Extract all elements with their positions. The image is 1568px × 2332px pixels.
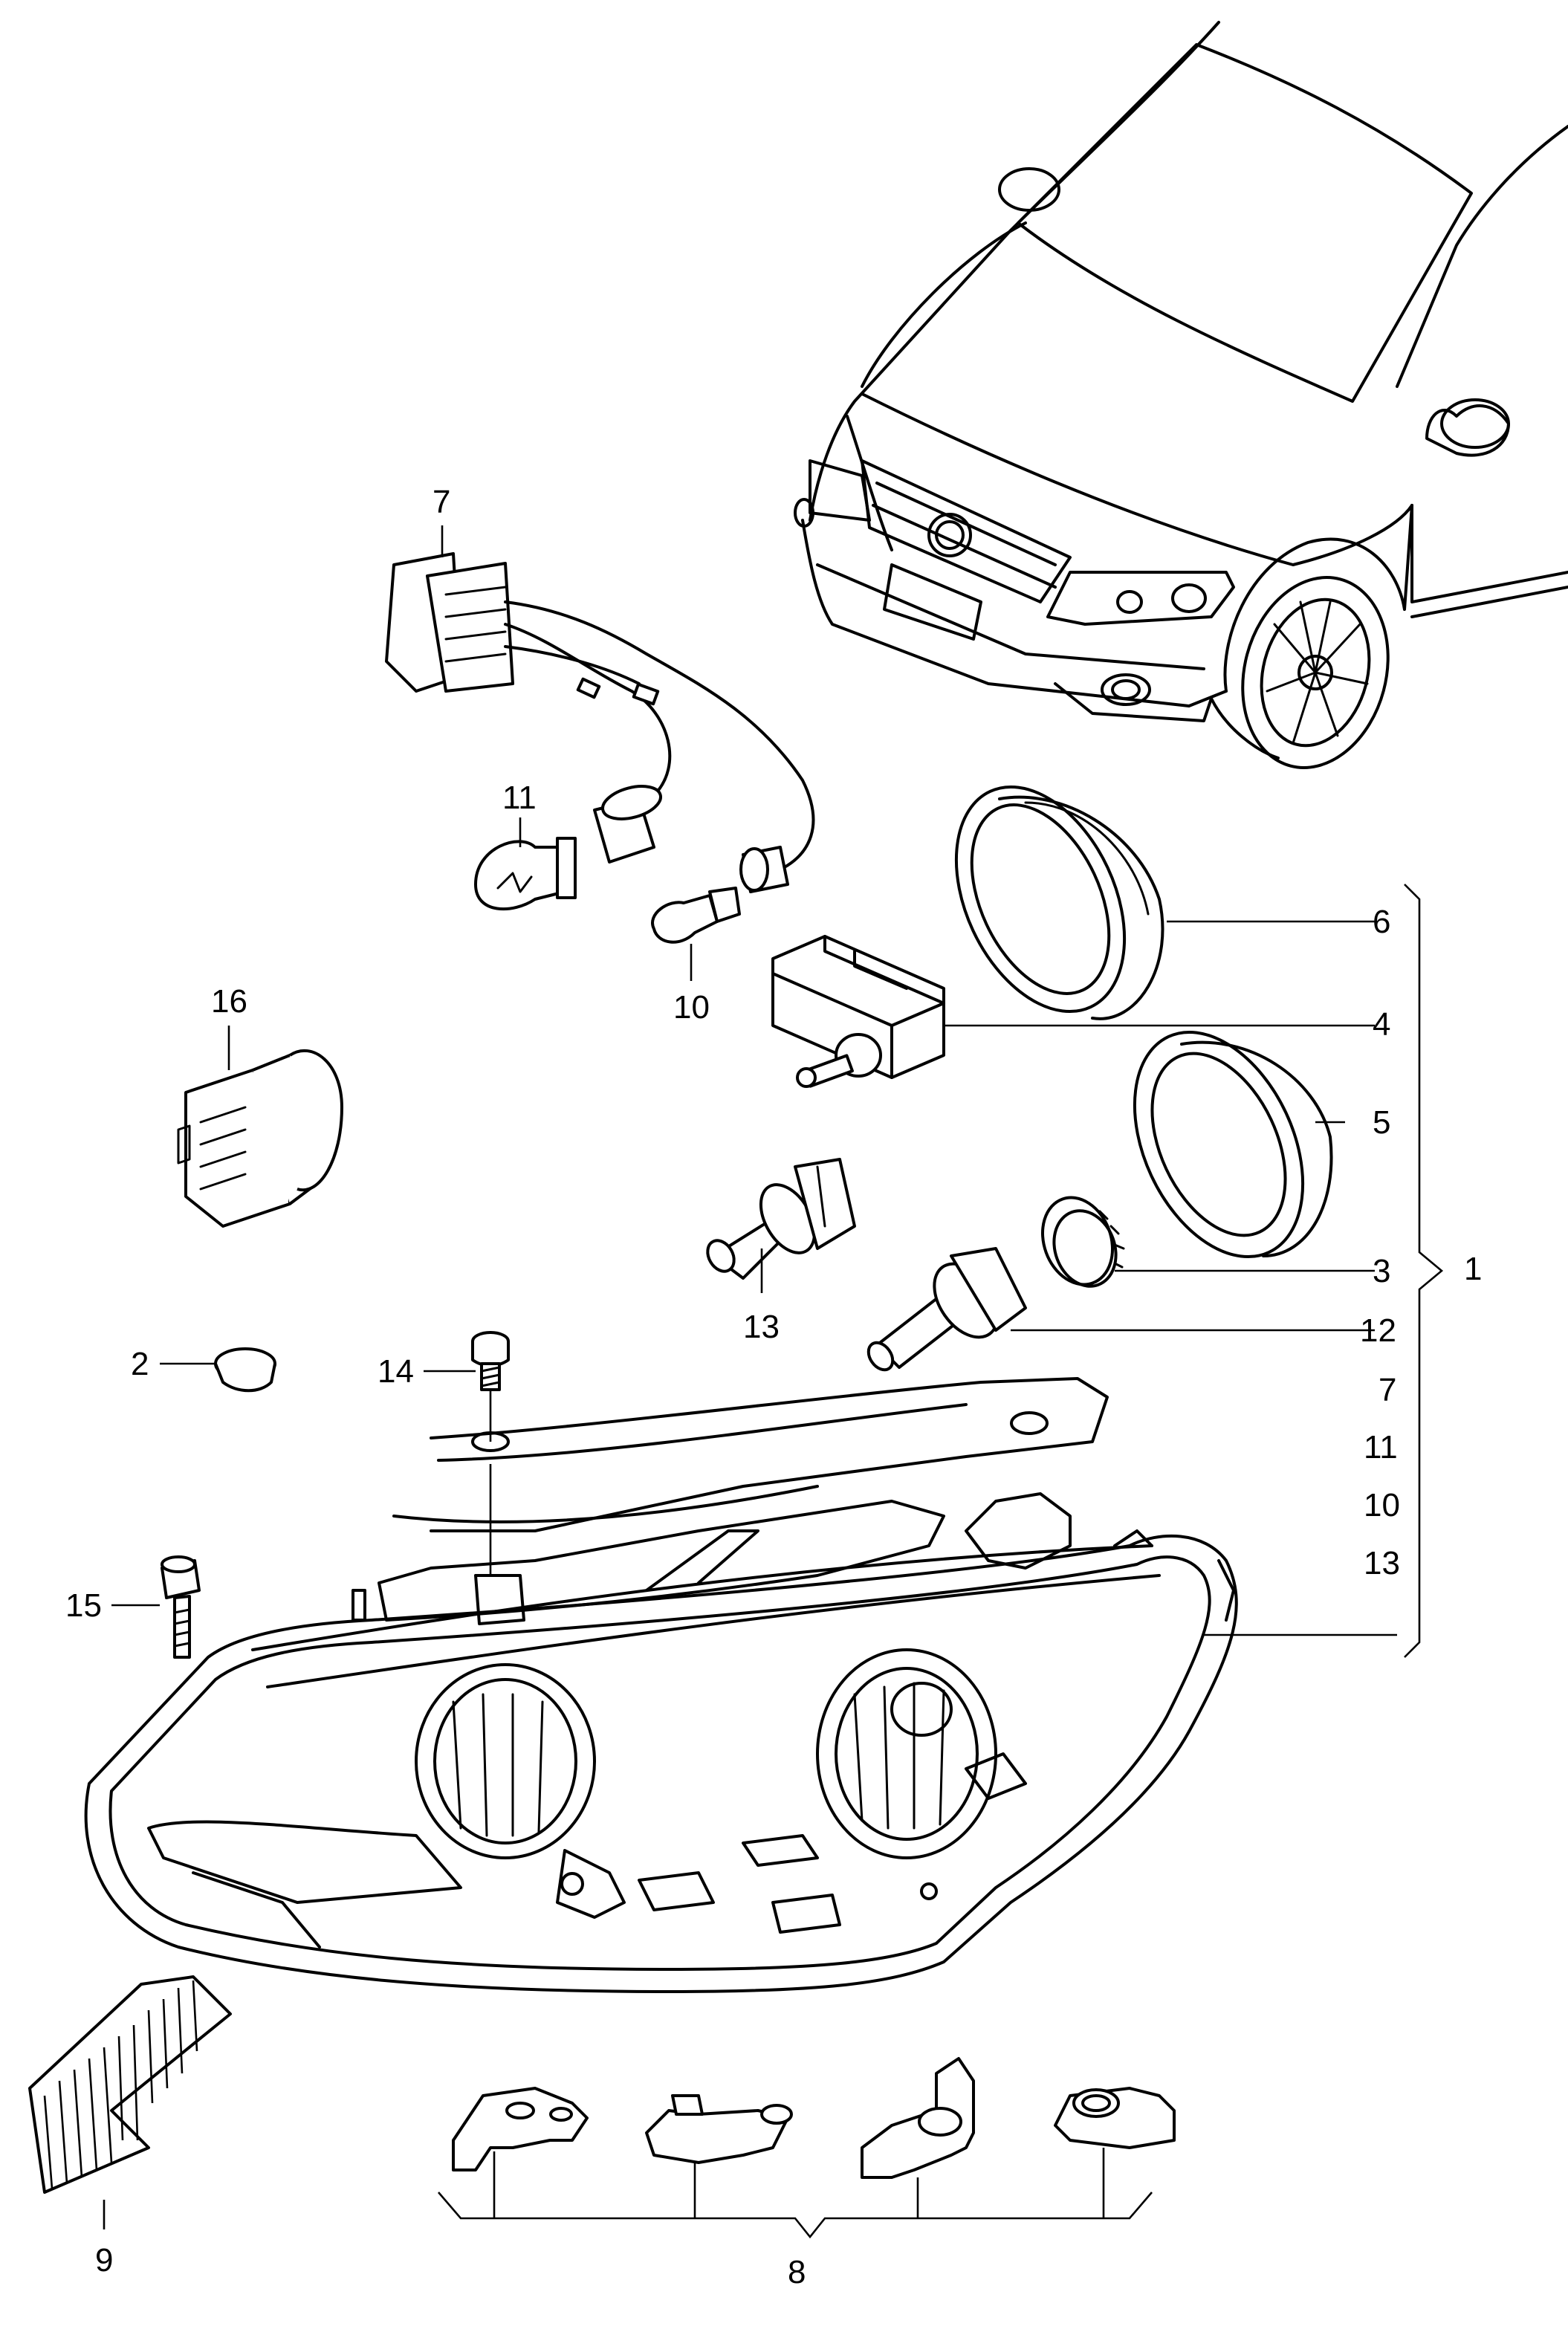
part-4-adjuster-motor (771, 935, 945, 1088)
part-3-retaining-ring (1040, 1196, 1125, 1288)
gasket-strips (392, 1377, 1109, 1532)
label-15: 15 (65, 1587, 102, 1624)
label-9: 9 (95, 2242, 113, 2278)
kit-list-item: 13 (1364, 1545, 1400, 1581)
part-12-bulb (866, 1247, 1027, 1372)
callout-labels: 1 2 3 4 5 6 7 8 9 10 11 12 13 14 15 16 7… (65, 484, 1482, 2290)
part-15-bolt (161, 1555, 201, 1659)
part-14-screw (471, 1331, 510, 1391)
part-5-cover-ring (1133, 1030, 1333, 1259)
label-3: 3 (1373, 1253, 1390, 1289)
label-14: 14 (378, 1353, 414, 1390)
part-6-cover-ring (954, 785, 1164, 1020)
part-8-brackets (452, 2057, 1176, 2179)
kit-list-item: 7 (1379, 1372, 1396, 1408)
label-7: 7 (433, 484, 450, 520)
label-2: 2 (131, 1346, 149, 1382)
label-5: 5 (1373, 1104, 1390, 1141)
label-6: 6 (1373, 904, 1390, 940)
label-16: 16 (211, 983, 247, 1020)
part-11-bulb (474, 837, 577, 911)
part-9-lens (28, 1975, 232, 2194)
part-16-connector (177, 1049, 343, 1228)
kit-list-item: 11 (1364, 1429, 1398, 1465)
leader-lines (103, 525, 1444, 2239)
part-10-bulb (651, 887, 741, 944)
label-8: 8 (788, 2254, 806, 2290)
label-13: 13 (743, 1309, 780, 1345)
kit-list-item: 10 (1364, 1487, 1400, 1523)
label-4: 4 (1373, 1006, 1390, 1043)
label-11: 11 (502, 780, 537, 816)
part-7-wiring-harness (385, 552, 815, 893)
vehicle-illustration (794, 21, 1568, 769)
label-12: 12 (1360, 1312, 1396, 1349)
label-1: 1 (1464, 1251, 1482, 1287)
label-10: 10 (673, 989, 710, 1026)
headlight-assembly (84, 1492, 1238, 1993)
part-2-cap (214, 1347, 276, 1393)
part-13-bulb (706, 1158, 856, 1280)
